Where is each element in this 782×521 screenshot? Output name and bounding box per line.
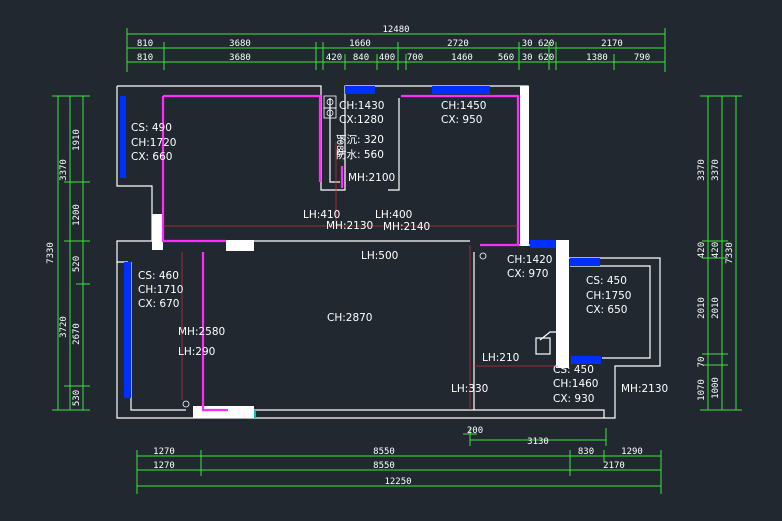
reference-lines	[163, 142, 558, 410]
label-mh-2130-b: MH:2130	[621, 383, 668, 395]
dim-left-4: 1200	[72, 204, 82, 226]
label-lh-290: LH:290	[178, 346, 215, 358]
dim-top-row2-5: 400	[379, 53, 395, 63]
dim-top-row2-10: 1380	[586, 53, 608, 63]
dim-bottom-row2-1: 1270	[153, 461, 175, 471]
label-cs-490: CS: 490	[131, 122, 172, 134]
dim-right-8: 2010	[711, 297, 721, 319]
label-cx-660: CX: 660	[131, 151, 172, 163]
label-cx-670: CX: 670	[138, 298, 179, 310]
label-ch-1720: CH:1720	[131, 137, 177, 149]
dim-balcony-span: 3130	[527, 437, 549, 447]
label-cs-460: CS: 460	[138, 270, 179, 282]
label-ch-1420: CH:1420	[507, 254, 553, 266]
dim-top-row1-2: 3680	[229, 39, 251, 49]
label-fangshui: 防水: 560	[336, 148, 384, 161]
dim-right-7: 420	[711, 242, 721, 258]
label-mh-2130-a: MH:2130	[326, 220, 373, 232]
bottom-dimensions: 1270 8550 830 1290 1270 8550 2170 12250 …	[136, 426, 662, 494]
dim-top-row2-9: 30 620	[522, 53, 555, 63]
dim-top-row1-4: 2720	[447, 39, 469, 49]
dim-right-5: 1070	[697, 379, 707, 401]
label-cx-970: CX: 970	[507, 268, 548, 280]
dim-bottom-row1-4: 1290	[621, 447, 643, 457]
dim-top-row2-2: 3680	[229, 53, 251, 63]
dim-right-9: 1000	[711, 377, 721, 399]
dim-top-row2-7: 1460	[451, 53, 473, 63]
label-lh-400: LH:400	[375, 209, 412, 221]
dim-left-total: 7330	[46, 242, 56, 264]
dim-top-row1-6: 2170	[601, 39, 623, 49]
dim-right-3: 2010	[697, 297, 707, 319]
dim-top-row2-3: 420	[326, 53, 342, 63]
label-cs-450-a: CS: 450	[586, 275, 627, 287]
windows	[120, 86, 601, 398]
dim-total-top: 12480	[382, 25, 409, 35]
label-xiachen: 下沉: 320	[336, 133, 384, 146]
dim-offset: 200	[467, 426, 483, 436]
dim-top-row1-1: 810	[137, 39, 153, 49]
dim-top-row2-8: 560	[498, 53, 514, 63]
label-3080: 3080	[334, 134, 344, 156]
dim-top-row2-6: 700	[407, 53, 423, 63]
label-mh-2140: MH:2140	[383, 221, 430, 233]
dim-left-7: 530	[72, 390, 82, 406]
interior-wall-edges	[161, 94, 520, 412]
label-lh-410: LH:410	[303, 209, 340, 221]
dim-left-2: 3720	[59, 316, 69, 338]
dim-top-row2-1: 810	[137, 53, 153, 63]
label-cx-650: CX: 650	[586, 304, 627, 316]
label-lh-210: LH:210	[482, 352, 519, 364]
dim-bottom-row2-2: 8550	[373, 461, 395, 471]
label-ch-2870: CH:2870	[327, 312, 373, 324]
label-cs-450-b: CS: 450	[553, 364, 594, 376]
dim-left-3: 1910	[72, 129, 82, 151]
label-ch-1430: CH:1430	[339, 100, 385, 112]
dim-total-bottom: 12250	[384, 477, 411, 487]
dim-bottom-row1-1: 1270	[153, 447, 175, 457]
label-ch-1710: CH:1710	[138, 284, 184, 296]
dim-top-row2-4: 840	[353, 53, 369, 63]
room-labels: CS: 490 CH:1720 CX: 660 CH:1430 CX:1280 …	[131, 100, 668, 405]
dim-right-4: 70	[697, 357, 707, 368]
dim-bottom-row1-2: 8550	[373, 447, 395, 457]
dim-bottom-row2-3: 2170	[603, 461, 625, 471]
label-lh-500: LH:500	[361, 250, 398, 262]
fixtures	[182, 95, 487, 418]
label-cx-950: CX: 950	[441, 114, 482, 126]
dim-top-row1-5: 30 620	[522, 39, 555, 49]
top-dimensions: 12480 810 3680 1660 2720 30 620 2170 810…	[126, 25, 666, 72]
label-lh-330: LH:330	[451, 383, 488, 395]
label-ch-1750: CH:1750	[586, 290, 632, 302]
label-cx-930: CX: 930	[553, 393, 594, 405]
dim-top-row1-3: 1660	[349, 39, 371, 49]
dim-top-row2-11: 790	[634, 53, 650, 63]
dim-bottom-row1-3: 830	[578, 447, 594, 457]
dim-right-6: 3370	[711, 159, 721, 181]
label-mh-2580: MH:2580	[178, 326, 225, 338]
label-ch-1460: CH:1460	[553, 378, 599, 390]
dim-right-1: 3370	[697, 159, 707, 181]
right-dimensions: 3370 420 2010 70 1070 3370 420 2010 1000…	[697, 95, 742, 411]
dim-right-2: 420	[697, 242, 707, 258]
dim-left-6: 2670	[72, 323, 82, 345]
dim-right-total: 7330	[725, 242, 735, 264]
label-mh-2100: MH:2100	[348, 172, 395, 184]
left-dimensions: 7330 3370 3720 1910 1200 520 2670 530	[46, 95, 90, 411]
label-ch-1450: CH:1450	[441, 100, 487, 112]
dim-left-1: 3370	[59, 159, 69, 181]
dim-left-5: 520	[72, 256, 82, 272]
label-cx-1280: CX:1280	[339, 114, 384, 126]
